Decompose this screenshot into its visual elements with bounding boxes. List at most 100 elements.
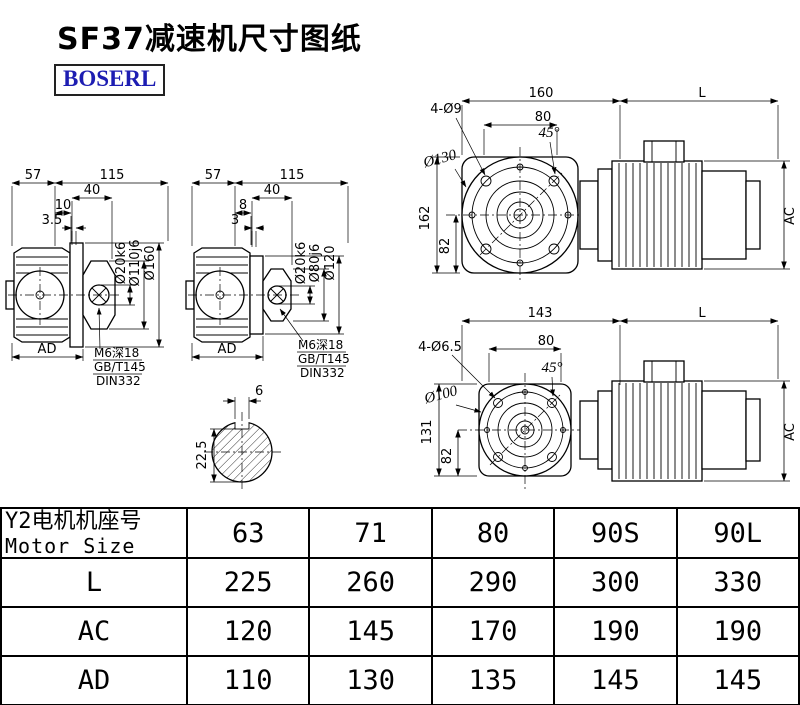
- dim-value-cell: 260: [308, 557, 433, 609]
- bolt-hole: [493, 398, 503, 408]
- motor-end-cap: [745, 180, 761, 250]
- dim-value-cell: 190: [553, 606, 678, 658]
- dim-ad-label: AD: [38, 342, 57, 357]
- motor-size-cell: 90L: [675, 506, 800, 560]
- row-label: AD: [0, 655, 188, 705]
- bolt-circle-label: Ø130: [421, 147, 459, 171]
- side-view-1: 57 115 40 10 3.5 Ø20k6 Ø110j6 Ø160: [5, 168, 169, 388]
- motor-size-cell: 63: [185, 506, 311, 560]
- dim-pitch-label: 80: [538, 334, 555, 349]
- page-title: SF37减速机尺寸图纸: [57, 22, 362, 57]
- bolt-circle-label: Ø100: [422, 383, 460, 407]
- dim-pitch-label: 80: [535, 110, 552, 125]
- tap-note: M6深18: [94, 346, 139, 360]
- motor-rear: [701, 170, 747, 260]
- row-label: AC: [0, 606, 188, 658]
- worm-housing-circle: [15, 270, 65, 320]
- dim-value-cell: 120: [185, 606, 311, 658]
- shaft-diameter-label: Ø20k6: [294, 242, 309, 285]
- motor-end-cap: [745, 398, 761, 462]
- bolt-hole: [548, 175, 560, 187]
- dim-10-label: 10: [55, 198, 72, 213]
- dim-holes-label: 4-Ø6.5: [418, 340, 462, 355]
- dim-ac-label: AC: [783, 423, 798, 441]
- dim-40-label: 40: [264, 183, 281, 198]
- flange-diameter-label: Ø160: [143, 245, 158, 280]
- dim-value-cell: 190: [675, 606, 800, 658]
- motor-stator: [611, 160, 703, 270]
- dim-value-cell: 145: [308, 606, 433, 658]
- standard-note: GB/T145: [94, 360, 146, 374]
- dim-value-cell: 145: [553, 655, 678, 705]
- dim-center-label: 82: [438, 238, 453, 255]
- spec-table: Y2电机机座号 Motor Size 63 71 80 90S 90L L 22…: [0, 506, 800, 705]
- front-view-2: 143 L 80 4-Ø6.5 45° Ø100 131 82 AC: [418, 306, 798, 489]
- dim-value-cell: 110: [185, 655, 311, 705]
- standard-note: GB/T145: [298, 352, 350, 366]
- dim-ad-label: AD: [218, 342, 237, 357]
- din-note: DIN332: [300, 366, 345, 380]
- side-view-2: 57 115 40 8 3 Ø20k6 Ø80j6 Ø120 AD: [185, 168, 350, 380]
- flange-diameter-label: Ø120: [323, 245, 338, 280]
- dim-holes-label: 4-Ø9: [430, 102, 461, 117]
- tap-note: M6深18: [298, 338, 343, 352]
- bolt-hole: [480, 175, 492, 187]
- worm-housing-circle: [195, 270, 245, 320]
- motor: [579, 140, 761, 270]
- dim-115-label: 115: [100, 168, 125, 183]
- dim-3-5-label: 3.5: [42, 213, 63, 228]
- dim-height-label: 131: [420, 420, 435, 445]
- dim-3-label: 3: [231, 213, 239, 228]
- key-depth-label: 22.5: [195, 441, 210, 470]
- front-view-1: 160 L 80 4-Ø9 45° Ø130 162 82 AC: [418, 86, 798, 283]
- dim-center-label: 82: [440, 448, 455, 465]
- bolt-hole: [480, 243, 492, 255]
- dim-ac-row: AC 120 145 170 190 190: [0, 606, 800, 658]
- spigot-diameter-label: Ø110j6: [128, 240, 143, 287]
- terminal-box: [643, 140, 685, 163]
- shaft-cross-section: 6 22.5: [195, 384, 281, 492]
- dim-value-cell: 145: [675, 655, 800, 705]
- dim-8-label: 8: [239, 198, 247, 213]
- motor-size-cell: 90S: [553, 506, 678, 560]
- dim-57-label: 57: [25, 168, 42, 183]
- dim-angle-label: 45°: [542, 360, 563, 376]
- shaft-diameter-label: Ø20k6: [114, 242, 129, 285]
- brand-logo: BOSERL: [54, 64, 166, 96]
- dim-l-row: L 225 260 290 300 330: [0, 557, 800, 609]
- motor-rear: [701, 390, 747, 470]
- dim-height-label: 162: [418, 206, 433, 231]
- row-header-cn: Y2电机机座号: [5, 509, 142, 534]
- row-header-en: Motor Size: [5, 534, 136, 559]
- dim-value-cell: 300: [553, 557, 678, 609]
- dim-115-label: 115: [280, 168, 305, 183]
- row-label: L: [0, 557, 188, 609]
- terminal-box: [643, 360, 685, 383]
- bolt-hole: [548, 243, 560, 255]
- dim-40-label: 40: [84, 183, 101, 198]
- bolt-hole: [493, 452, 503, 462]
- technical-drawing: 57 115 40 10 3.5 Ø20k6 Ø110j6 Ø160: [5, 86, 798, 492]
- dim-value-cell: 135: [430, 655, 556, 705]
- motor-size-row: Y2电机机座号 Motor Size 63 71 80 90S 90L: [0, 506, 800, 560]
- motor: [579, 360, 761, 482]
- spigot-diameter-label: Ø80j6: [308, 244, 323, 283]
- dim-value-cell: 330: [675, 557, 800, 609]
- dim-ad-row: AD 110 130 135 145 145: [0, 655, 800, 705]
- din-note: DIN332: [96, 374, 141, 388]
- row-header-motor-size: Y2电机机座号 Motor Size: [0, 506, 188, 560]
- dim-l-label: L: [698, 306, 706, 321]
- dim-l-label: L: [698, 86, 706, 101]
- key-width-label: 6: [255, 384, 263, 399]
- dim-angle-label: 45°: [539, 125, 560, 141]
- motor-size-cell: 80: [430, 506, 556, 560]
- dim-57-label: 57: [205, 168, 222, 183]
- dim-width-label: 143: [528, 306, 553, 321]
- dim-value-cell: 170: [430, 606, 556, 658]
- dim-value-cell: 225: [185, 557, 311, 609]
- dim-value-cell: 290: [430, 557, 556, 609]
- dim-width-label: 160: [529, 86, 554, 101]
- bolt-hole: [547, 398, 557, 408]
- dim-ac-label: AC: [783, 207, 798, 225]
